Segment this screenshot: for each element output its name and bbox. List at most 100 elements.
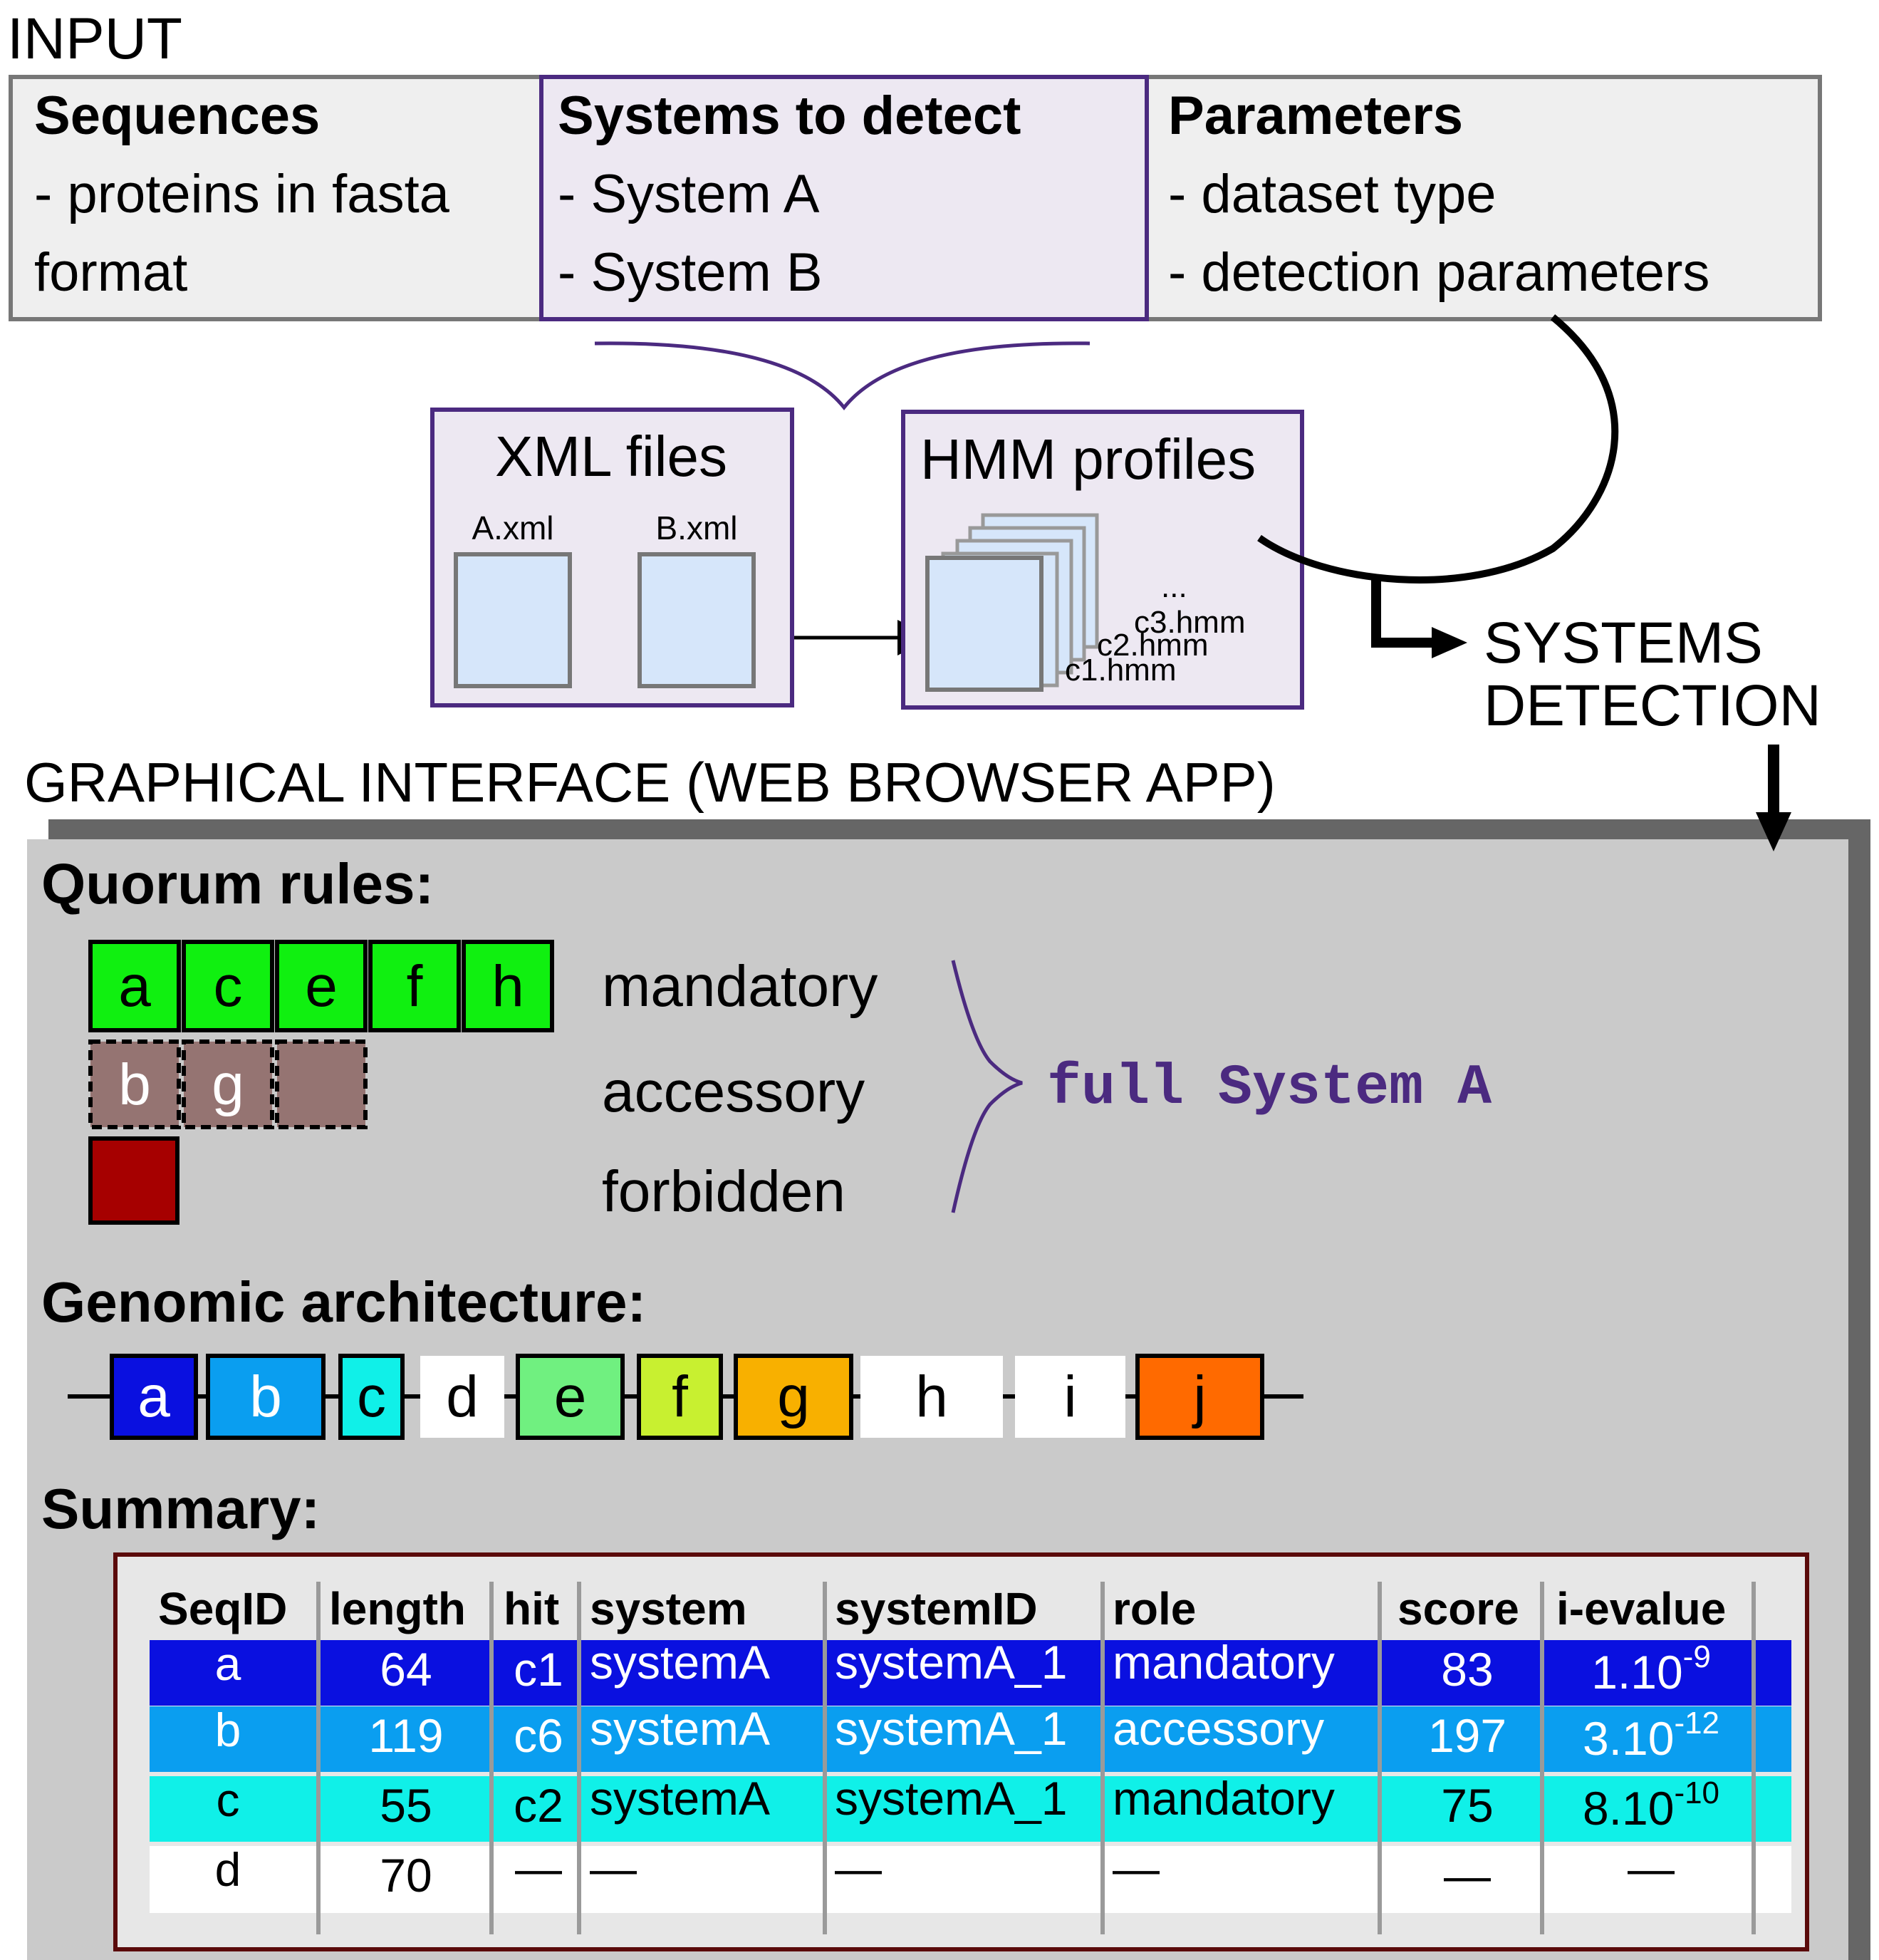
gene-label-e: e xyxy=(554,1364,587,1429)
detection-down-arrowhead xyxy=(1756,812,1791,851)
summary-cell-hit: c2 xyxy=(514,1779,563,1832)
detection-label-line2: DETECTION xyxy=(1484,673,1821,738)
quorum-accessory-gene-box xyxy=(88,1039,181,1129)
summary-header-role: role xyxy=(1113,1583,1196,1634)
gene-label-i: i xyxy=(1063,1364,1076,1429)
genomic-heading: Genomic architecture: xyxy=(41,1270,646,1334)
quorum-mandatory-gene-label: e xyxy=(305,954,338,1019)
quorum-brace xyxy=(951,960,1023,1213)
quorum-mandatory-gene-box xyxy=(275,940,368,1032)
summary-cell-role: mandatory xyxy=(1113,1772,1335,1825)
gene-label-f: f xyxy=(672,1364,688,1429)
summary-header-systemid: systemID xyxy=(835,1583,1038,1634)
systems-line2: - System B xyxy=(558,242,823,303)
summary-header-hit: hit xyxy=(504,1583,559,1634)
summary-cell-seqid: d xyxy=(215,1843,241,1896)
hmm-file-front xyxy=(925,556,1043,692)
systems-to-detect-box xyxy=(539,75,1149,321)
summary-cell-hit: c1 xyxy=(514,1643,563,1696)
quorum-accessory-gene-box xyxy=(275,1039,368,1129)
parameters-heading: Parameters xyxy=(1168,85,1463,146)
quorum-mandatory-gene-box xyxy=(462,940,554,1032)
quorum-accessory-label: accessory xyxy=(602,1059,865,1124)
summary-cell-role: — xyxy=(1113,1842,1160,1894)
summary-header-i-evalue: i-evalue xyxy=(1556,1583,1726,1634)
hmm-file-c2-label: c2.hmm xyxy=(1097,628,1208,663)
summary-cell-length: 70 xyxy=(380,1849,432,1902)
quorum-mandatory-gene-label: a xyxy=(118,954,151,1019)
gene-box-d xyxy=(420,1356,504,1438)
gene-box-i xyxy=(1015,1356,1125,1438)
summary-header-system: system xyxy=(590,1583,747,1634)
xml-files-title: XML files xyxy=(495,425,727,488)
quorum-heading: Quorum rules: xyxy=(41,852,434,916)
summary-cell-system: — xyxy=(590,1842,637,1894)
gene-box-e xyxy=(516,1354,625,1440)
quorum-accessory-gene-label: b xyxy=(118,1052,151,1117)
gene-label-b: b xyxy=(249,1364,282,1429)
xml-file-a-icon xyxy=(454,552,572,688)
hmm-profiles-title: HMM profiles xyxy=(920,427,1256,491)
summary-row-bg xyxy=(150,1706,1791,1772)
quorum-forbidden-gene-box xyxy=(88,1136,179,1225)
summary-cell-hit: c6 xyxy=(514,1709,563,1762)
summary-cell-i-evalue: 1.10-9 xyxy=(1591,1639,1711,1699)
gene-label-d: d xyxy=(446,1364,479,1429)
quorum-forbidden-label: forbidden xyxy=(602,1159,845,1224)
summary-cell-systemid: systemA_1 xyxy=(835,1702,1067,1755)
summary-cell-systemid: systemA_1 xyxy=(835,1636,1067,1689)
gui-title: GRAPHICAL INTERFACE (WEB BROWSER APP) xyxy=(24,751,1276,814)
gene-label-h: h xyxy=(915,1364,948,1429)
summary-cell-system: systemA xyxy=(590,1702,770,1755)
summary-cell-system: systemA xyxy=(590,1772,770,1825)
hmm-file-c1-label: c1.hmm xyxy=(1065,653,1176,688)
quorum-mandatory-gene-label: f xyxy=(407,954,423,1019)
parameters-to-detection-curve xyxy=(1257,314,1619,584)
gene-label-g: g xyxy=(777,1364,810,1429)
xml-file-a-label: A.xml xyxy=(472,509,554,546)
hmm-file-c3-label: c3.hmm xyxy=(1134,605,1245,640)
summary-grid xyxy=(316,1582,1756,1934)
input-box: Sequences - proteins in fasta format Sys… xyxy=(9,75,1822,321)
gene-box-j xyxy=(1135,1354,1264,1440)
input-title: INPUT xyxy=(7,6,182,71)
systems-brace xyxy=(594,341,1091,411)
detection-elbow-arrow-line xyxy=(1371,579,1439,648)
quorum-mandatory-gene-box xyxy=(368,940,461,1032)
summary-cell-systemid: systemA_1 xyxy=(835,1772,1067,1825)
summary-cell-i-evalue: 3.10-12 xyxy=(1583,1706,1719,1765)
sequences-line1: - proteins in fasta xyxy=(34,164,450,224)
summary-row-bg xyxy=(150,1640,1791,1706)
quorum-mandatory-gene-label: h xyxy=(491,954,524,1019)
summary-cell-seqid: c xyxy=(217,1773,240,1826)
gene-label-j: j xyxy=(1192,1364,1206,1429)
summary-cell-i-evalue: 8.10-10 xyxy=(1583,1775,1719,1835)
parameters-line1: - dataset type xyxy=(1168,164,1497,224)
summary-cell-role: accessory xyxy=(1113,1702,1324,1755)
quorum-mandatory-gene-box xyxy=(182,940,274,1032)
quorum-result: full System A xyxy=(1047,1056,1492,1121)
detection-label-line1: SYSTEMS xyxy=(1484,611,1763,675)
summary-cell-length: 55 xyxy=(380,1779,432,1832)
xml-file-b-label: B.xml xyxy=(656,509,738,546)
summary-cell-role: mandatory xyxy=(1113,1636,1335,1689)
hmm-profiles-box: HMM profiles ... c3.hmm c2.hmm c1.hmm xyxy=(901,410,1304,710)
summary-cell-score: — xyxy=(1444,1849,1491,1902)
summary-cell-seqid: b xyxy=(215,1704,241,1756)
gene-box-h xyxy=(860,1356,1003,1438)
systems-heading: Systems to detect xyxy=(558,85,1021,146)
xml-files-box: XML files A.xml B.xml xyxy=(430,408,794,707)
gene-box-f xyxy=(637,1354,723,1440)
summary-header-seqid: SeqID xyxy=(158,1583,287,1634)
summary-cell-system: systemA xyxy=(590,1636,770,1689)
systems-line1: - System A xyxy=(558,164,820,224)
summary-cell-length: 64 xyxy=(380,1643,432,1696)
xml-file-b-icon xyxy=(637,552,756,688)
hmm-more-label: ... xyxy=(1161,569,1187,604)
